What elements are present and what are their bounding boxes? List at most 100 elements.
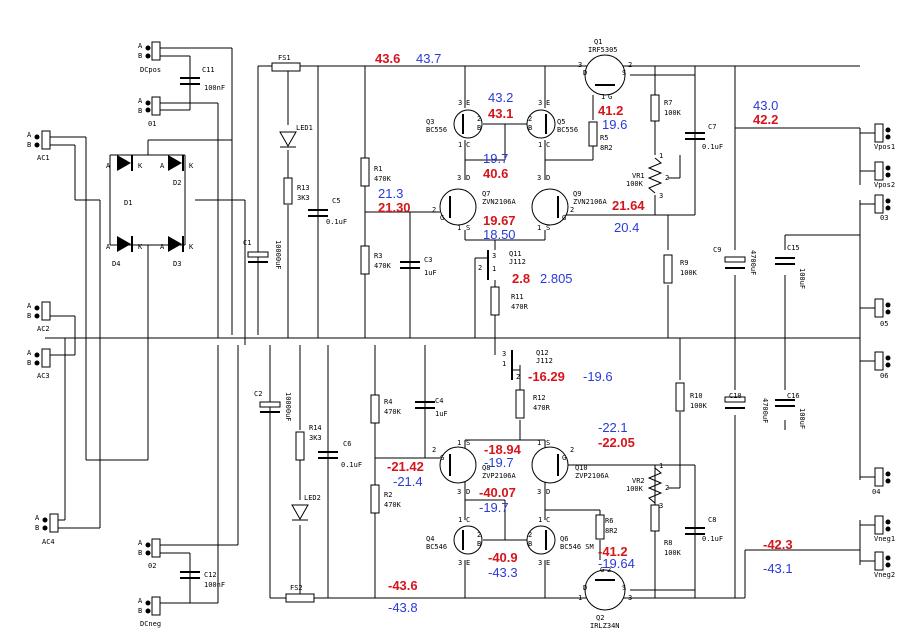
connector-ac3: A B AC3 [27, 348, 51, 380]
voltage-simulated: -21.4 [393, 474, 423, 489]
pin: 3 [492, 252, 496, 260]
ref: C4 [435, 397, 443, 405]
voltage-simulated: 2.805 [540, 271, 573, 286]
pin: B [477, 124, 481, 132]
mosfet-q9: Q9 ZVN2106A 3 D 2 G 1 S [531, 174, 608, 232]
pin: 1 [457, 224, 461, 232]
ref: Q5 [557, 118, 565, 126]
ref: Q3 [426, 118, 434, 126]
value: 3K3 [309, 434, 322, 442]
pin: 3 [458, 99, 462, 107]
voltage-measured: 2.8 [512, 271, 530, 286]
ref: C2 [254, 390, 262, 398]
value: 100K [664, 549, 682, 557]
pin: D [466, 174, 470, 182]
pin: 1 [492, 265, 496, 273]
connector-03: 03 [860, 194, 891, 222]
d4-pin-a: A [106, 162, 111, 170]
connector-vneg2: Vneg2 [860, 551, 895, 579]
ref: R6 [605, 517, 613, 525]
led-led1: LED1 [279, 124, 313, 148]
connector-01: A B 01 [138, 96, 161, 128]
ref: Q10 [575, 464, 588, 472]
connector-label: AC1 [37, 154, 50, 162]
pin-b: B [138, 107, 142, 115]
voltage-measured: 21.30 [378, 200, 411, 215]
d2-ref: D3 [173, 260, 181, 268]
pin: 3 [578, 61, 582, 69]
value: 100K [664, 109, 682, 117]
resistor-r10: R10 100K [675, 382, 708, 412]
pin: E [546, 99, 550, 107]
value: 100uF [798, 408, 806, 429]
connector-label: 01 [148, 120, 156, 128]
capacitor-c1: C1 10000uF [243, 239, 282, 270]
voltage-annotations: 43.6 43.7 43.2 43.1 41.2 19.6 43.0 42.2 … [375, 51, 793, 615]
value: ZVN2106A [482, 198, 517, 206]
pin: B [477, 540, 481, 548]
mosfet-q2: Q2 IRLZ34N D 1 G 2 S 3 [578, 566, 632, 630]
value: J112 [509, 258, 526, 266]
pin-a: A [138, 539, 143, 547]
voltage-simulated: -43.1 [763, 561, 793, 576]
pin: 3 [537, 488, 541, 496]
ref: Q12 [536, 349, 549, 357]
value: 1uF [424, 269, 437, 277]
potentiometer-vr1: VR1 100K 1 2 3 [626, 152, 669, 200]
pin-b: B [27, 312, 31, 320]
mosfet-q8: Q8 ZVP2106A 1 S 2 G 3 D [432, 439, 517, 496]
connector-label: 05 [880, 320, 888, 328]
ref: C7 [708, 123, 716, 131]
ref: FS1 [278, 54, 291, 62]
pin: 2 [528, 531, 532, 539]
voltage-measured: -18.94 [484, 442, 522, 457]
pin: 2 [478, 264, 482, 272]
pin-a: A [138, 597, 143, 605]
pin: 1 [538, 516, 542, 524]
pin: 3 [659, 192, 663, 200]
d1-pin-k: K [189, 162, 194, 170]
pin: C [466, 141, 470, 149]
connector-vneg1: Vneg1 [860, 515, 895, 543]
ref: Q11 [509, 250, 522, 258]
ref: R9 [680, 259, 688, 267]
ref: LED1 [296, 124, 313, 132]
d3-ref: D4 [112, 260, 120, 268]
pin: D [583, 584, 587, 592]
pin: 2 [477, 531, 481, 539]
transistor-q5: Q5 BC556 3 E 2 B 1 C [526, 99, 578, 149]
connectors-right: Vpos1 Vpos2 03 05 06 [860, 123, 895, 579]
pin: 1 [458, 141, 462, 149]
voltage-simulated: 43.2 [488, 90, 513, 105]
capacitor-c3: C3 1uF [400, 256, 437, 277]
pin: 3 [457, 174, 461, 182]
voltage-measured: -16.29 [528, 369, 565, 384]
active-components: Q3 BC556 3 E 2 B 1 C Q5 BC556 3 E 2 B 1 … [426, 38, 632, 630]
ref: C8 [708, 516, 716, 524]
d2-pin-k: K [189, 243, 194, 251]
connector-label: Vneg2 [874, 571, 895, 579]
pin-a: A [138, 97, 143, 105]
value: BC556 [426, 126, 447, 134]
connectors-left: A B DCpos A B 01 A B AC1 A B AC2 [27, 41, 161, 628]
d1-ref: D2 [173, 179, 181, 187]
resistor-r9: R9 100K [663, 254, 698, 284]
pin: 3 [458, 559, 462, 567]
capacitor-c9: C9 4700uF [713, 246, 757, 275]
pin: 2 [628, 61, 632, 69]
voltage-measured: 41.2 [598, 103, 623, 118]
resistor-r12: R12 470R [515, 389, 551, 419]
ref: Q9 [573, 190, 581, 198]
ref: C15 [787, 244, 800, 252]
pin: 3 [457, 488, 461, 496]
transistor-q4: Q4 BC546 1 C 2 B 3 E [426, 516, 483, 567]
value: 470K [384, 408, 402, 416]
mosfet-q10: Q10 ZVP2106A 1 S 2 G 3 D [531, 439, 610, 496]
pin: G [600, 566, 604, 574]
capacitor-c8: C8 0.1uF [685, 516, 723, 543]
ref: Q8 [482, 464, 490, 472]
connector-label: 06 [880, 372, 888, 380]
pin-a: A [27, 131, 32, 139]
resistor-r6: R6 8R2 [595, 514, 618, 540]
mosfet-n-power-icon [584, 569, 626, 611]
